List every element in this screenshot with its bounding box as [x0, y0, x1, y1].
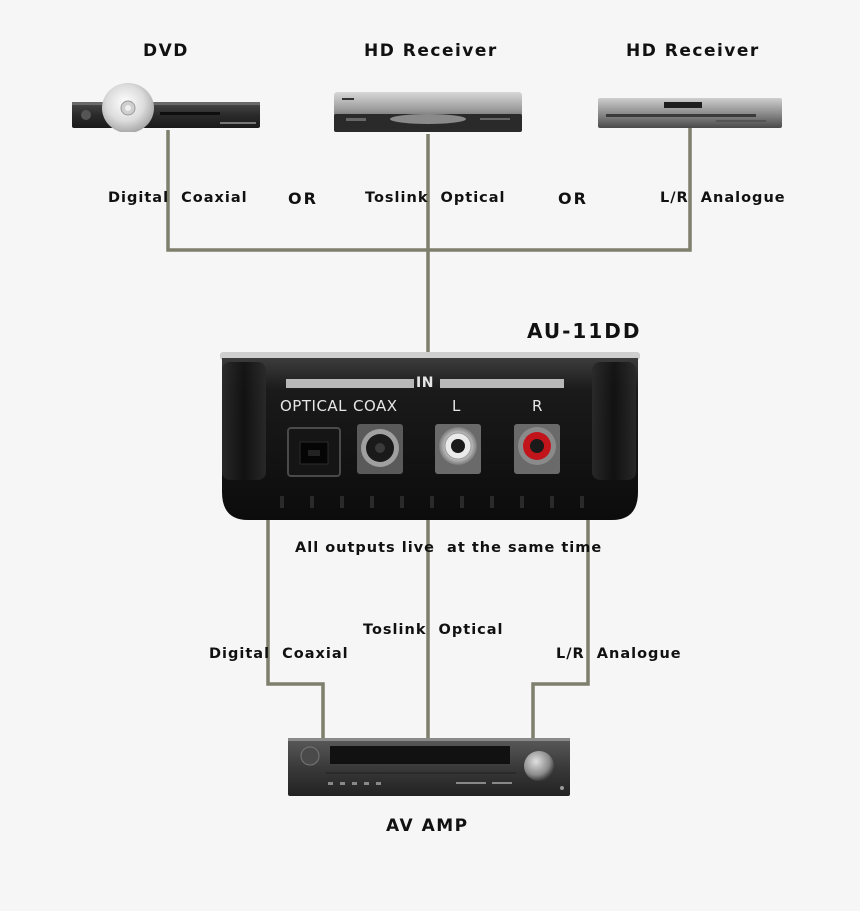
input-label-toslink: Toslink Optical — [365, 190, 506, 206]
output-label-coaxial: Digital Coaxial — [209, 646, 349, 662]
au-11dd-converter: IN OPTICAL COAX L R — [220, 352, 640, 524]
device-model-label: AU-11DD — [527, 319, 642, 343]
input-label-coaxial: Digital Coaxial — [108, 190, 248, 206]
output-label-analogue: L/R Analogue — [556, 646, 682, 662]
receiver2-title: HD Receiver — [626, 41, 760, 61]
port-label-optical: OPTICAL — [280, 397, 348, 415]
hd-receiver-2 — [596, 96, 784, 130]
receiver1-title: HD Receiver — [364, 41, 498, 61]
output-note: All outputs live at the same time — [295, 540, 603, 556]
hd-receiver-1 — [332, 90, 524, 134]
analogue-out-wire — [531, 520, 590, 740]
av-amp-title: AV AMP — [386, 816, 469, 836]
port-label-left: L — [452, 397, 461, 415]
av-amp — [286, 736, 572, 798]
or-label-1: OR — [288, 189, 318, 208]
input-label-analogue: L/R Analogue — [660, 190, 786, 206]
port-label-coax: COAX — [353, 397, 398, 415]
or-label-2: OR — [558, 189, 588, 208]
in-label: IN — [416, 375, 434, 391]
port-label-right: R — [532, 397, 543, 415]
coax-out-wire — [266, 520, 325, 740]
dvd-player — [70, 82, 262, 133]
dvd-title: DVD — [143, 41, 189, 61]
output-label-toslink: Toslink Optical — [363, 622, 504, 638]
